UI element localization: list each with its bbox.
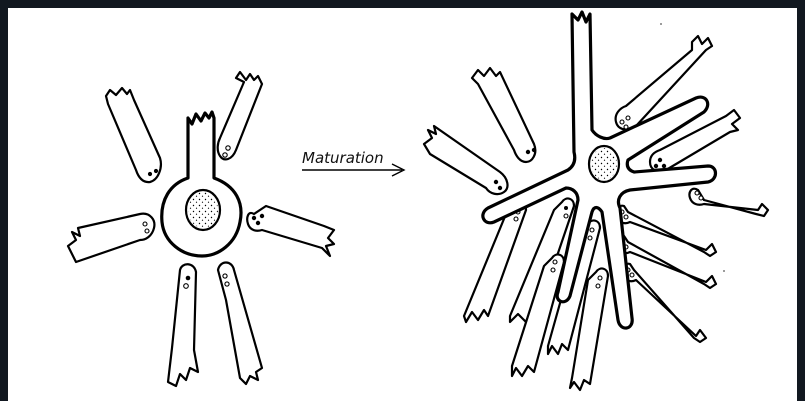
mature-contact-top-left xyxy=(472,68,536,162)
contact-process-top-right xyxy=(218,72,262,159)
diagram-canvas: Maturation xyxy=(8,8,797,401)
mature-contact-left xyxy=(424,126,507,194)
maturation-arrow: Maturation xyxy=(302,149,404,176)
diagram-svg: Maturation xyxy=(8,8,797,401)
mature-nucleus-stipple xyxy=(591,148,617,180)
immature-nucleus-stipple xyxy=(188,192,218,228)
speck xyxy=(660,23,662,25)
contact-process-left xyxy=(68,214,154,262)
contact-process-bottom-left xyxy=(168,264,198,386)
speck xyxy=(723,270,725,272)
contact-process-bottom-right xyxy=(218,263,262,385)
contact-process-top-left xyxy=(106,88,161,182)
mature-contact-right xyxy=(689,189,768,216)
maturation-label: Maturation xyxy=(302,149,384,167)
mature-contact-right-stack-3 xyxy=(623,264,706,342)
contact-process-right xyxy=(247,206,334,256)
immature-cell xyxy=(68,72,334,386)
mature-cell xyxy=(424,12,768,390)
